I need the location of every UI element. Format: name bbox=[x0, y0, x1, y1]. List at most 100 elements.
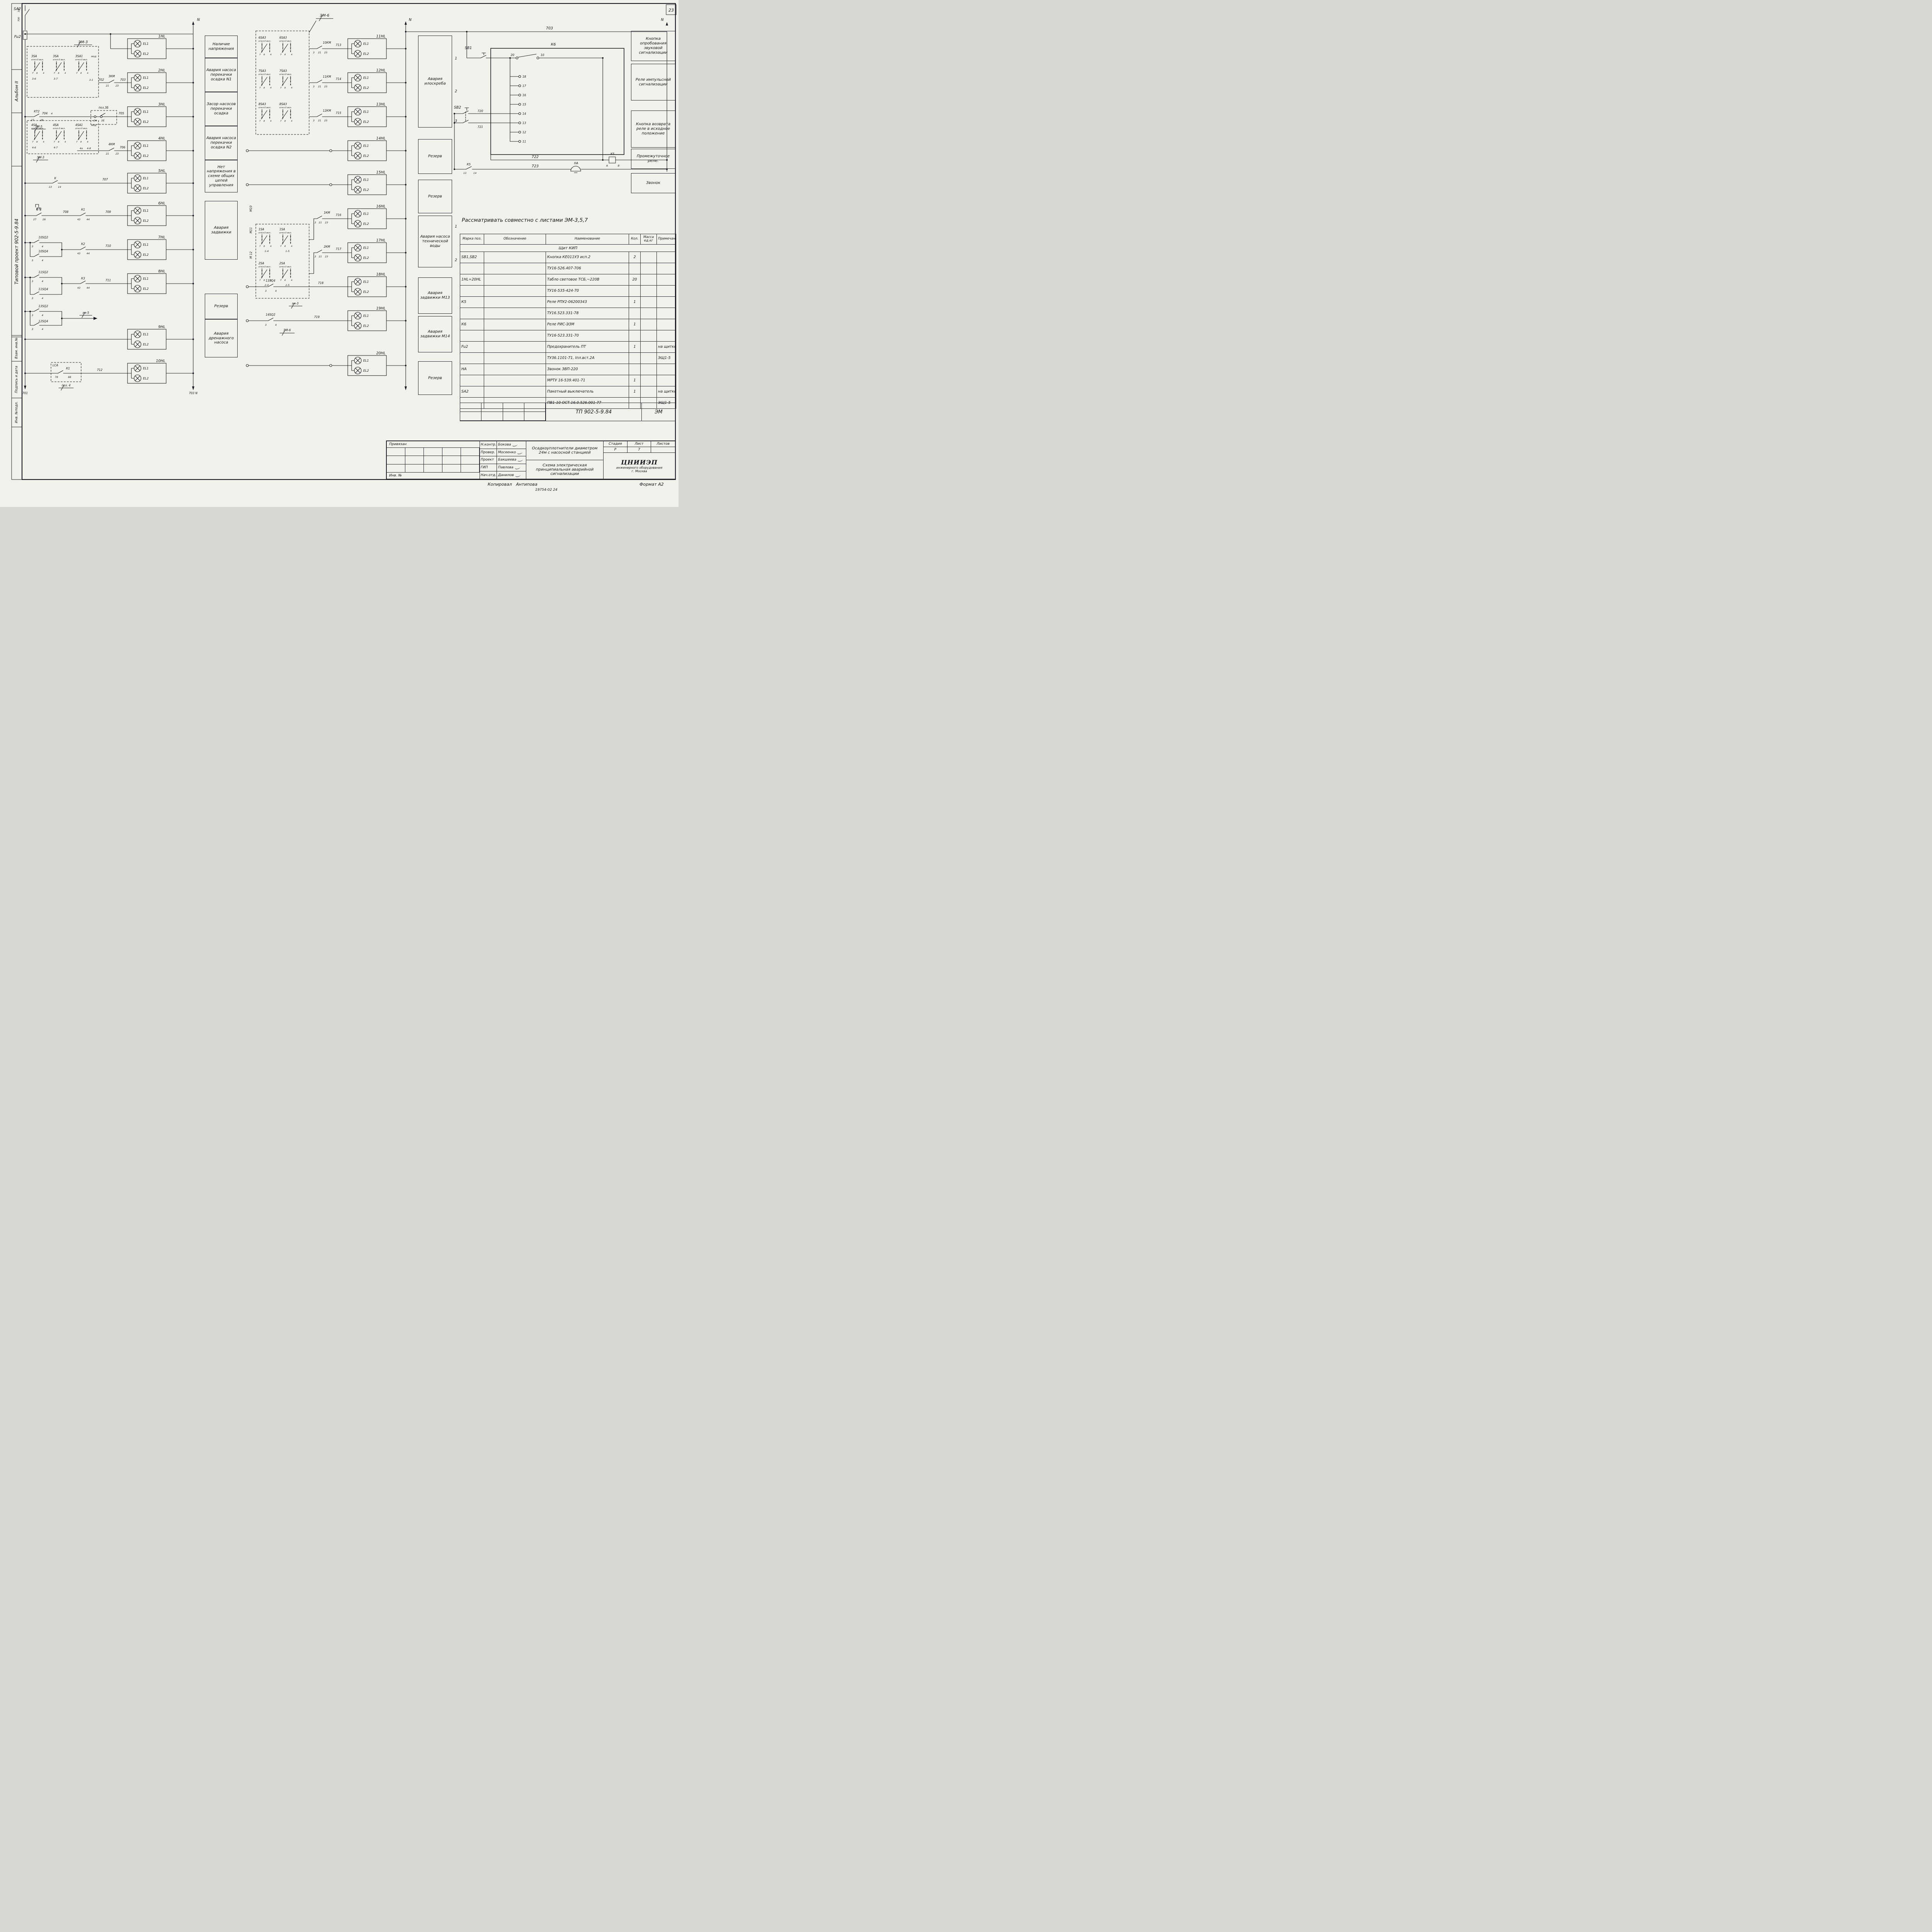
terminal-number: 8 bbox=[80, 141, 82, 143]
poz3b-box bbox=[90, 110, 117, 125]
rect bbox=[347, 140, 387, 161]
td bbox=[629, 330, 641, 342]
stamp-inv: Инв. №подл. bbox=[15, 401, 19, 423]
td bbox=[460, 352, 484, 364]
text: 4 bbox=[42, 297, 43, 300]
path bbox=[347, 213, 352, 224]
circle bbox=[282, 114, 284, 115]
line bbox=[355, 245, 361, 250]
terminal-number: 8 bbox=[284, 54, 286, 56]
i bbox=[442, 464, 461, 473]
rect bbox=[347, 208, 387, 229]
function-label-3: Засор насосов перекачки осадка bbox=[205, 92, 238, 126]
circle bbox=[329, 183, 332, 186]
line bbox=[135, 41, 140, 46]
td: 1 bbox=[629, 375, 641, 386]
path bbox=[127, 111, 132, 122]
desc-test-button: Кнопка опробования звуковой сигнализации bbox=[631, 31, 675, 61]
switch-label: 3SA bbox=[31, 54, 37, 58]
relay-contact-point bbox=[518, 103, 521, 106]
line bbox=[355, 143, 361, 148]
contact-number: 11 bbox=[522, 140, 526, 143]
terminal-number: 8 bbox=[264, 245, 265, 248]
line bbox=[55, 131, 62, 140]
lamp-icon bbox=[134, 142, 141, 150]
text: 21 bbox=[318, 119, 321, 122]
poz4-label: поз. 4 bbox=[61, 384, 70, 387]
text: 3 bbox=[32, 259, 33, 262]
lamp-icon bbox=[354, 40, 362, 48]
function-label-9: Авария илоскреба bbox=[418, 36, 452, 128]
span: Бокова bbox=[498, 443, 511, 447]
terminal-number: 7 bbox=[259, 54, 261, 56]
contact-1km: 1КМ bbox=[324, 211, 330, 214]
td bbox=[656, 263, 676, 274]
line bbox=[355, 368, 361, 373]
terminal-number: 7 bbox=[32, 141, 34, 143]
i bbox=[405, 448, 424, 456]
switch-positions-label: откл.0 вкл. bbox=[279, 73, 292, 76]
terminal-number: 4 bbox=[291, 279, 293, 282]
text: 27 bbox=[33, 218, 37, 221]
text: 3 bbox=[32, 314, 33, 317]
wire-708: 708 bbox=[63, 210, 69, 214]
wire-715: 715 bbox=[336, 111, 342, 115]
circle bbox=[269, 80, 270, 82]
lamp-icon bbox=[134, 74, 141, 82]
circle bbox=[24, 338, 26, 340]
circle bbox=[42, 63, 43, 64]
td bbox=[484, 252, 546, 263]
text: 2Б bbox=[101, 119, 105, 122]
terminal-number: 4 bbox=[270, 87, 272, 89]
path bbox=[31, 41, 92, 391]
span: Проект bbox=[480, 456, 497, 464]
path bbox=[25, 5, 194, 388]
lamp-name: 18HL bbox=[376, 272, 386, 277]
polygon bbox=[94, 317, 97, 320]
td: Реле РИС-ЭЗМ bbox=[546, 319, 629, 330]
terminal-number: 4 bbox=[270, 279, 272, 282]
lamp-name: 11HL bbox=[376, 34, 386, 39]
wire-mark-top2: 700 bbox=[17, 17, 20, 22]
function-label-12: Авария насоса технической воды bbox=[418, 216, 452, 267]
td: 1 bbox=[629, 296, 641, 308]
switch-positions-label: откл.0 вкл. bbox=[75, 128, 88, 130]
circle bbox=[24, 242, 26, 243]
col-name: Наименование bbox=[546, 234, 629, 245]
rect bbox=[127, 205, 167, 226]
line bbox=[135, 208, 140, 213]
td: на щитке bbox=[656, 386, 676, 398]
span: Бакшеева bbox=[498, 458, 517, 462]
td bbox=[656, 296, 676, 308]
album-label: Альбом II bbox=[14, 81, 19, 102]
text: 44 bbox=[87, 286, 90, 289]
rect bbox=[127, 38, 167, 59]
sig-row: Провер.Мосеенко bbox=[480, 449, 526, 457]
path bbox=[127, 77, 132, 88]
lamp-name: 12HL bbox=[376, 68, 386, 73]
span: Копировал bbox=[488, 482, 512, 487]
terminal-number: 8 bbox=[80, 72, 82, 75]
wire-703n: 703 N bbox=[189, 391, 198, 395]
line bbox=[135, 242, 140, 247]
line bbox=[355, 75, 361, 80]
terminal-number: 7 bbox=[76, 72, 78, 75]
circle bbox=[246, 149, 249, 152]
em3-ref: ЭМ-3 bbox=[78, 40, 88, 44]
path bbox=[127, 334, 132, 345]
terminal-number: 4 bbox=[270, 245, 272, 248]
tp-mark: ЭМ bbox=[655, 409, 663, 415]
wire-704: 704 bbox=[42, 112, 48, 115]
lamp-el1-label: EL1 bbox=[143, 367, 149, 370]
function-label-4: Авария насоса перекачки осадка N2 bbox=[205, 126, 238, 160]
line bbox=[355, 279, 361, 284]
